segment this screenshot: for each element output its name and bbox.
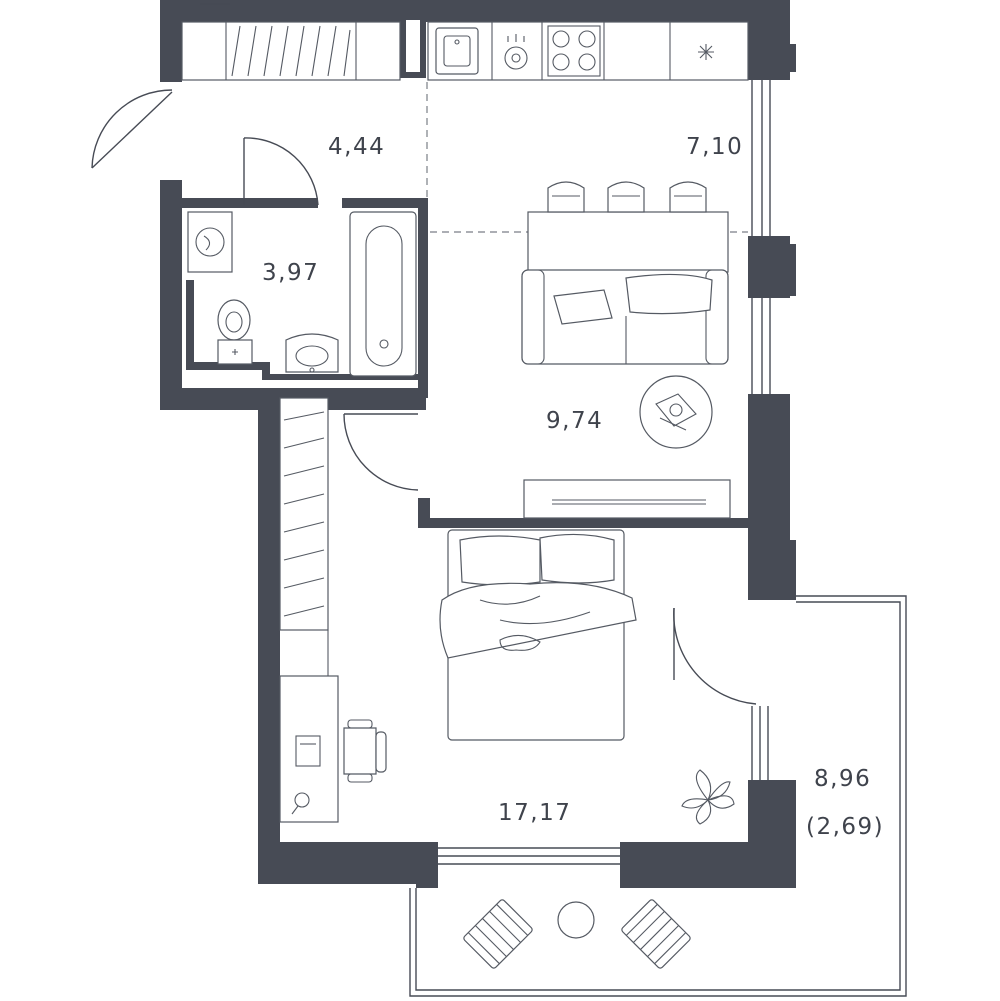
dining-table [527,211,729,273]
doors [91,89,757,705]
wall-top-left [160,0,182,82]
bed [439,529,637,741]
wall-right-mid [748,236,790,298]
plant [681,769,735,825]
door-balcony [673,607,757,705]
wall-bath-inner [186,280,194,370]
sofa [521,269,729,365]
dining-chairs [547,181,707,213]
balcony-chair-right [621,899,691,969]
area-labels: 4,44 7,10 3,97 9,74 17,17 8,96 (2,69) [262,134,884,840]
balcony-table [557,901,595,939]
wall-right-stub-2 [790,244,796,296]
window-living [751,298,771,394]
label-kitchen-area: 7,10 [686,134,743,160]
balcony-chair-left [463,899,533,969]
wall-bottom-stub [416,842,438,888]
kitchen-dishwasher [504,34,528,70]
label-balcony-reduced-area: (2,69) [806,814,884,840]
kitchen-stove [547,25,601,77]
wall-bath-inner-bottom [186,362,268,370]
toilet [217,299,253,365]
wall-top [160,0,790,22]
door-bathroom [243,137,319,206]
kitchen-fridge-icon [698,44,714,60]
walls [160,0,796,888]
balcony-outline [409,595,907,997]
corridor-wardrobe [279,397,329,676]
label-bedroom-area: 17,17 [498,800,571,826]
desk [279,675,339,823]
wall-right-lower [748,394,790,600]
wall-bottom-left [258,842,438,884]
tv-unit [523,479,731,519]
wall-bath-top-right [342,198,428,208]
label-living-area: 9,74 [546,408,603,434]
desk-chair [343,719,387,783]
coffee-table [639,375,713,449]
door-living [343,413,419,491]
wall-right-upper [748,0,790,80]
kitchen-sink [435,27,479,75]
window-bedroom-bottom [438,847,620,865]
bathroom-sink [285,333,339,373]
window-kitchen [751,80,771,236]
wall-niche-gap [406,20,420,72]
label-bathroom-area: 3,97 [262,260,319,286]
wall-living-bottom [418,518,790,528]
wall-right-stub-3 [790,540,796,600]
wall-column-balcony [748,780,796,844]
wall-left-bath [160,180,182,410]
washing-machine [187,211,233,273]
wall-bottom-right [620,842,796,888]
window-bedroom-balcony [751,706,769,780]
door-entrance [91,89,173,169]
label-hallway-area: 4,44 [328,134,385,160]
wall-bath-top [182,198,318,208]
bathtub [349,211,417,377]
windows [200,3,771,865]
hall-wardrobe [181,21,401,81]
wall-right-stub-1 [790,44,796,72]
wall-bath-right [418,198,428,398]
label-balcony-area: 8,96 [814,766,871,792]
wall-bath-inner-bottom-2 [262,374,418,380]
wall-bath-inner-step [262,362,270,380]
wall-corridor-left [258,398,280,884]
